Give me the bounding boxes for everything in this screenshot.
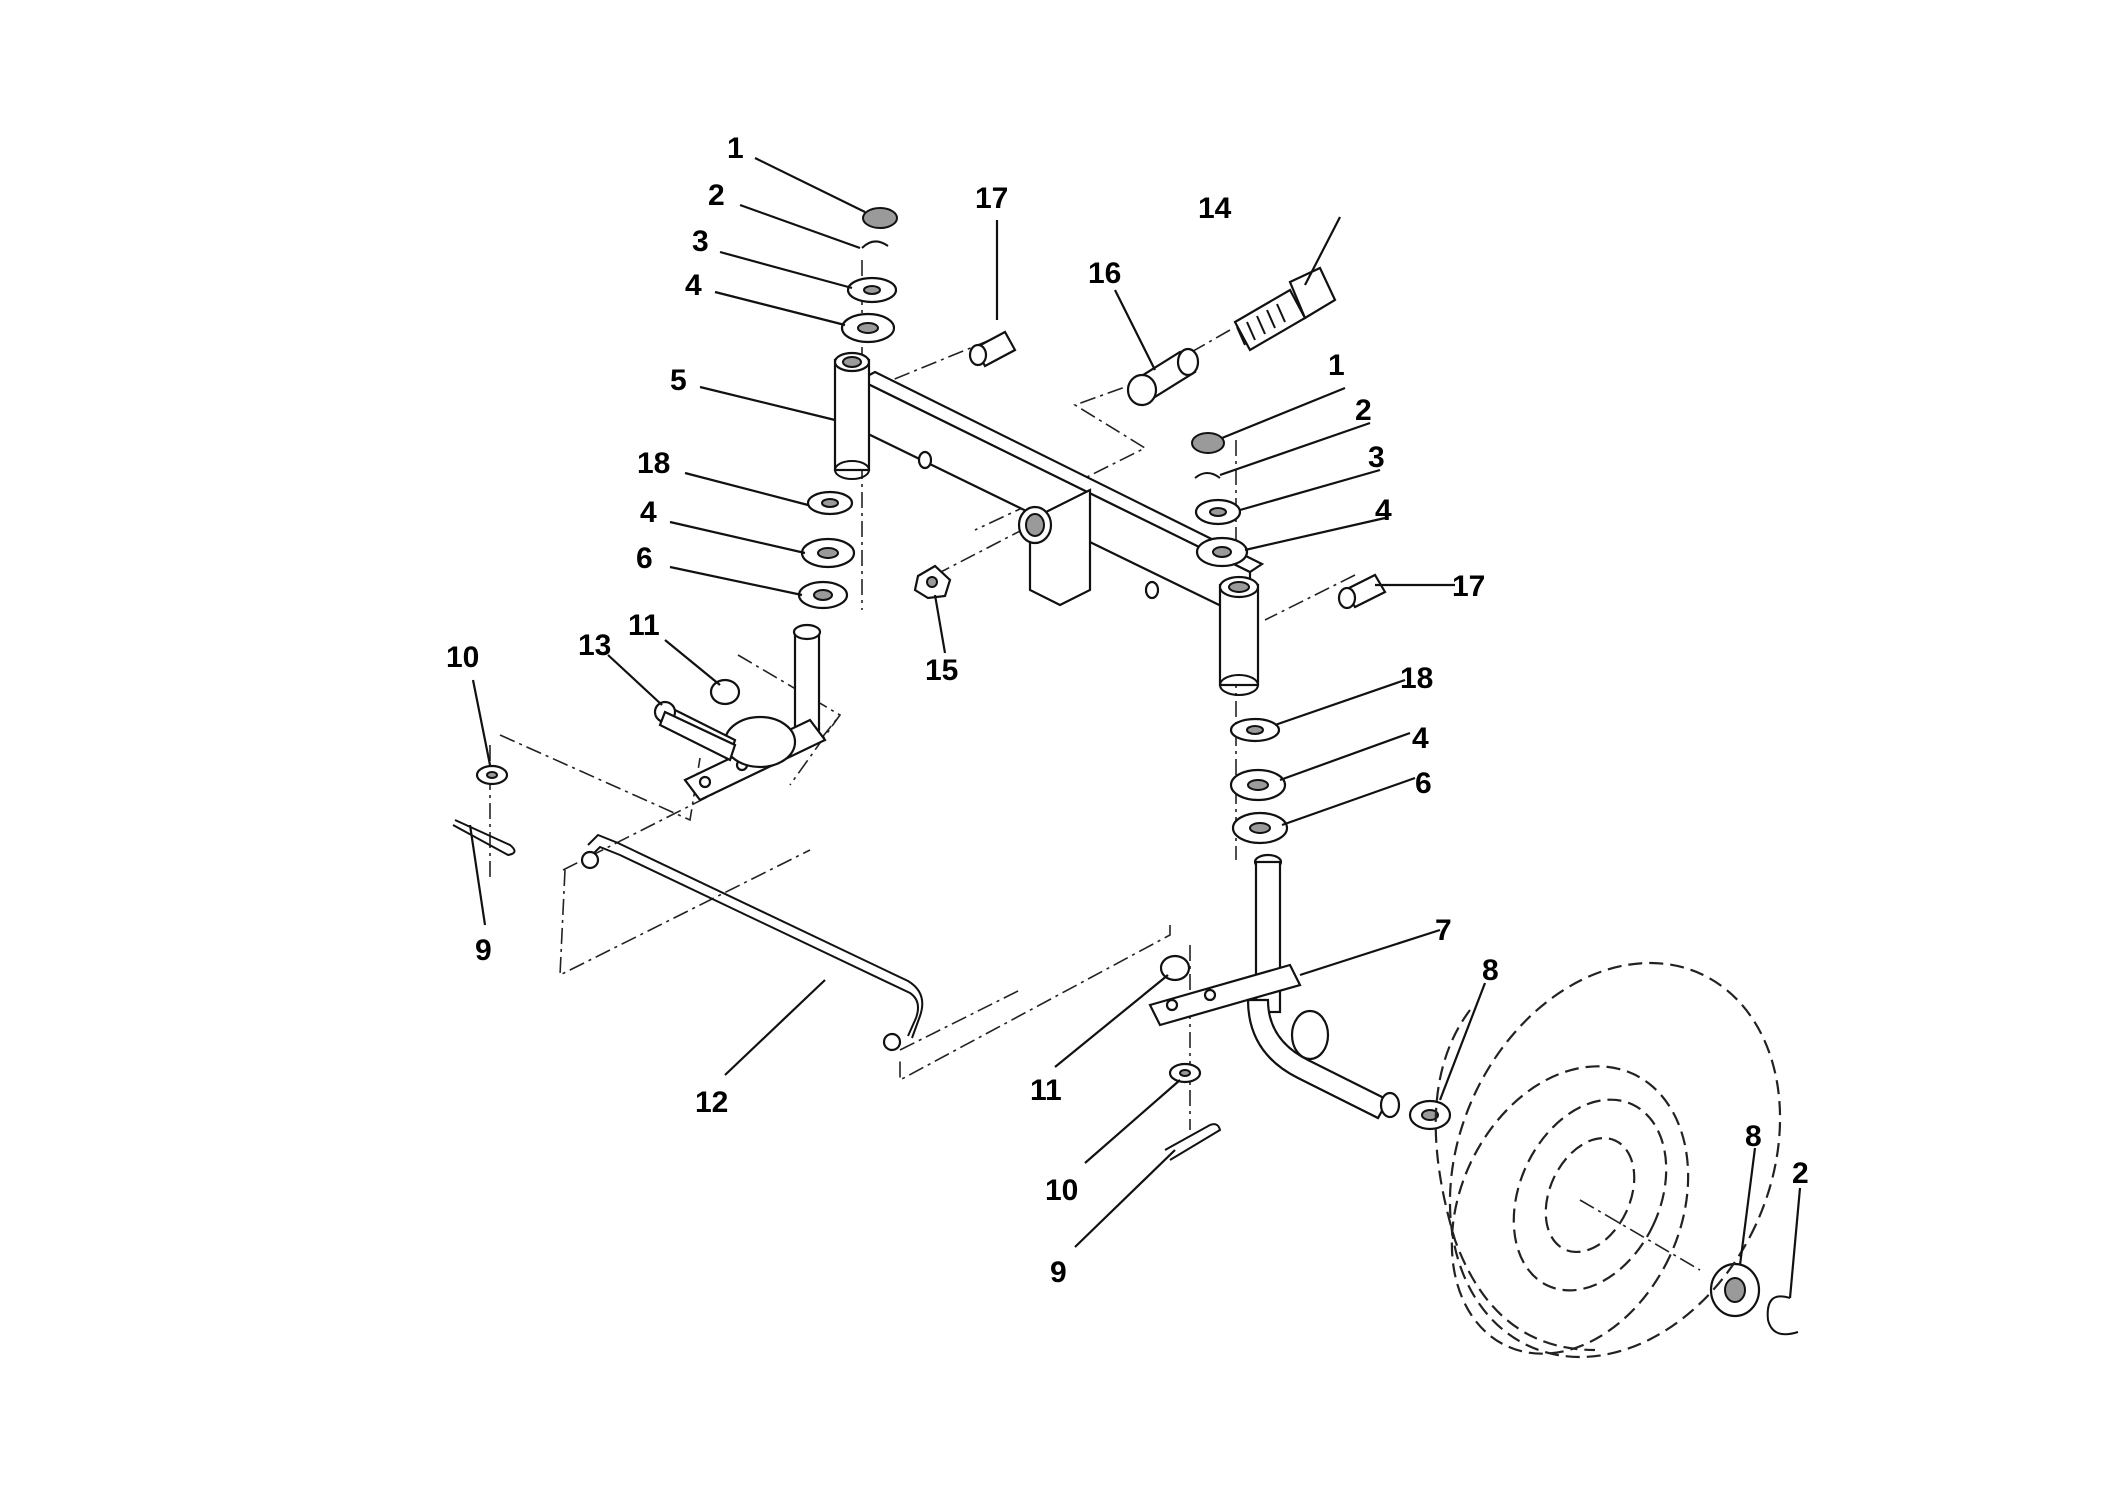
callout-10-right: 10 — [1045, 1174, 1078, 1207]
callout-15: 15 — [925, 654, 958, 687]
wheel — [1434, 961, 1782, 1359]
callout-14: 14 — [1198, 192, 1232, 225]
callout-12: 12 — [695, 1086, 728, 1119]
callout-4-mid-left: 4 — [640, 496, 657, 529]
callout-5: 5 — [670, 364, 687, 397]
callout-1-right: 1 — [1328, 349, 1345, 382]
callout-13: 13 — [578, 629, 611, 662]
callout-11-left: 11 — [628, 609, 660, 642]
callout-8-lower: 8 — [1745, 1120, 1762, 1153]
callout-9-right: 9 — [1050, 1256, 1067, 1289]
callout-2-lower: 2 — [1792, 1157, 1809, 1190]
callout-1-top-left: 1 — [727, 132, 744, 165]
callout-8-upper: 8 — [1482, 954, 1499, 987]
left-spindle — [653, 623, 827, 802]
callout-9-left: 9 — [475, 934, 492, 967]
callout-2-right: 2 — [1355, 394, 1372, 427]
leader-lines — [468, 157, 1802, 1299]
callout-6-right: 6 — [1415, 767, 1432, 800]
callout-2-top-left: 2 — [708, 179, 725, 212]
callout-3-right: 3 — [1368, 441, 1385, 474]
assembly-lines — [489, 260, 1701, 1271]
callout-7: 7 — [1435, 914, 1452, 947]
callout-17-top: 17 — [975, 182, 1008, 215]
callout-4-right-lower: 4 — [1412, 722, 1429, 755]
callout-4-top-left: 4 — [685, 269, 702, 302]
callout-18-left: 18 — [637, 447, 670, 480]
right-spindle — [1148, 853, 1401, 1120]
callouts: 1 2 3 4 5 18 4 6 17 16 14 1 2 3 4 17 15 … — [446, 132, 1809, 1289]
callout-17-right: 17 — [1452, 570, 1485, 603]
small-hardware — [452, 266, 1799, 1336]
tie-rod — [580, 833, 924, 1052]
callout-6-left: 6 — [636, 542, 653, 575]
axle-beam — [833, 351, 1265, 696]
callout-10-left: 10 — [446, 641, 479, 674]
callout-11-right: 11 — [1030, 1074, 1062, 1107]
right-spindle-hardware — [1191, 432, 1289, 845]
callout-16: 16 — [1088, 257, 1121, 290]
callout-18-right: 18 — [1400, 662, 1433, 695]
callout-4-right-upper: 4 — [1375, 494, 1392, 527]
left-spindle-hardware — [797, 207, 898, 610]
callout-3-top-left: 3 — [692, 225, 709, 258]
